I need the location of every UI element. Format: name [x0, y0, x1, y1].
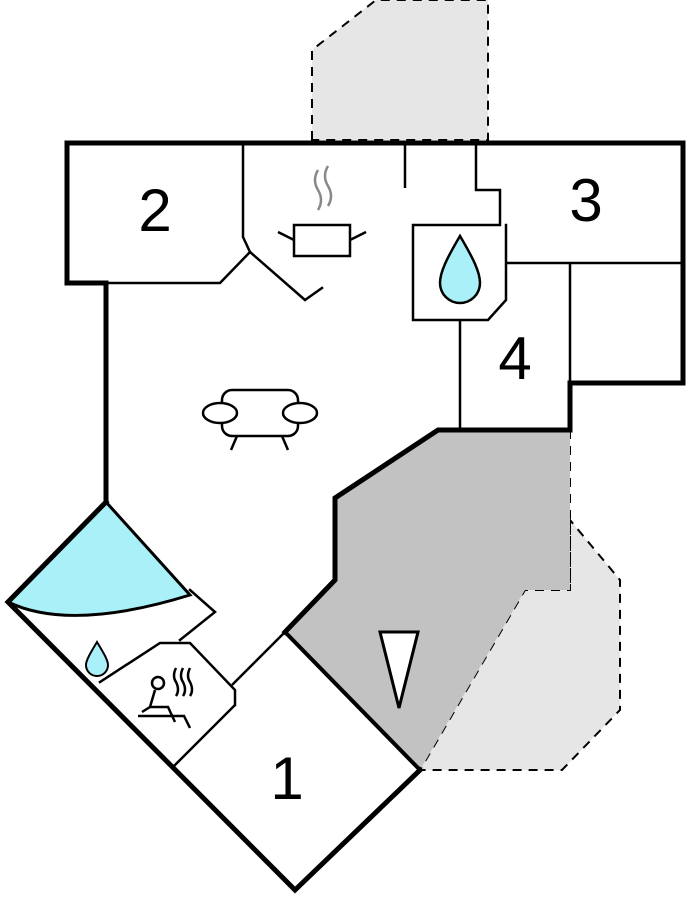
outer-wall-southwest [4, 498, 424, 894]
room-1-wall-west [231, 631, 286, 686]
spa-partition [178, 588, 217, 642]
room-1-wall-southwest [172, 704, 236, 768]
outdoor-area-north [311, 0, 489, 141]
sauna-wall [98, 641, 237, 707]
terrace-area [285, 430, 570, 770]
room-4-label: 4 [498, 325, 531, 392]
sofa-icon [201, 388, 319, 451]
room-1-label: 1 [270, 745, 303, 812]
sauna-icon [138, 667, 194, 729]
water-drop-icon-spa [84, 640, 110, 677]
bathroom-wall [411, 141, 508, 322]
spa-pool-icon [5, 499, 193, 617]
outer-wall [64, 140, 686, 505]
cooking-pot-icon [277, 165, 367, 258]
room-3-label: 3 [569, 167, 602, 234]
room-2-label: 2 [138, 177, 171, 244]
room-2-wall [105, 141, 252, 285]
entrance-triangle-icon [378, 630, 420, 709]
kitchen-counter [248, 250, 324, 302]
room-1-wall [283, 630, 422, 772]
water-drop-icon [438, 233, 482, 305]
terrace-wall [281, 427, 573, 636]
